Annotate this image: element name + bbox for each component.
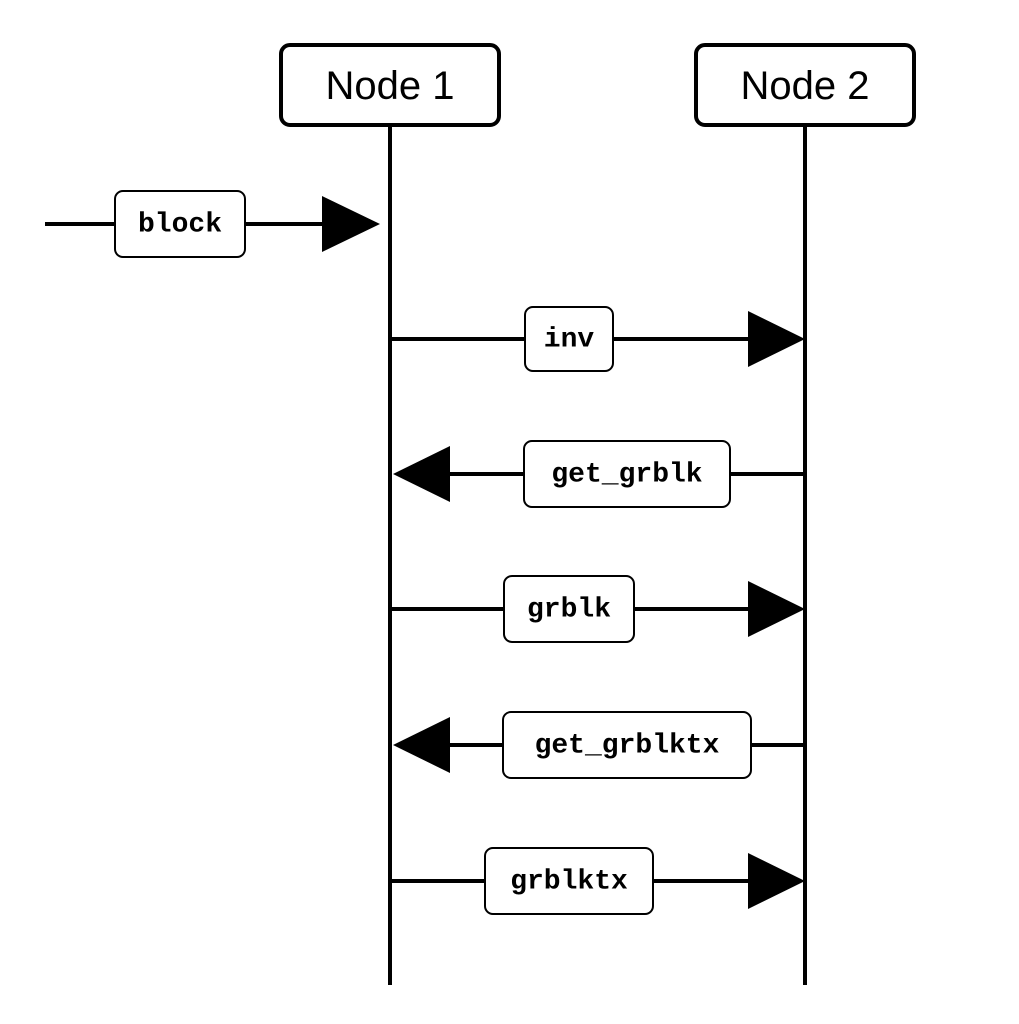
message-label: grblk xyxy=(527,595,611,626)
message-label: grblktx xyxy=(510,867,628,898)
message-label-box xyxy=(114,190,246,258)
node1-box xyxy=(279,43,501,127)
arrowhead-left-icon xyxy=(393,446,450,502)
node1-header: Node 1 xyxy=(279,43,501,127)
message-label-box xyxy=(502,711,752,779)
message-label: block xyxy=(138,210,222,241)
message-label-box xyxy=(524,306,614,372)
message-grblk: grblk xyxy=(390,575,805,643)
node2-header: Node 2 xyxy=(694,43,916,127)
message-inv: inv xyxy=(390,306,805,372)
arrowhead-right-icon xyxy=(748,853,805,909)
arrowhead-right-icon xyxy=(748,311,805,367)
message-block: block xyxy=(45,190,380,258)
message-label-box xyxy=(503,575,635,643)
arrowhead-left-icon xyxy=(393,717,450,773)
message-get-grblk: get_grblk xyxy=(393,440,805,508)
message-label: inv xyxy=(544,325,595,356)
message-get-grblktx: get_grblktx xyxy=(393,711,805,779)
message-label: get_grblk xyxy=(551,460,702,491)
node2-box xyxy=(694,43,916,127)
message-label-box xyxy=(484,847,654,915)
message-grblktx: grblktx xyxy=(390,847,805,915)
node1-label: Node 1 xyxy=(326,64,455,108)
arrowhead-right-icon xyxy=(748,581,805,637)
message-label-box xyxy=(523,440,731,508)
message-label: get_grblktx xyxy=(535,731,720,762)
arrowhead-right-icon xyxy=(322,196,380,252)
node2-label: Node 2 xyxy=(741,64,870,108)
